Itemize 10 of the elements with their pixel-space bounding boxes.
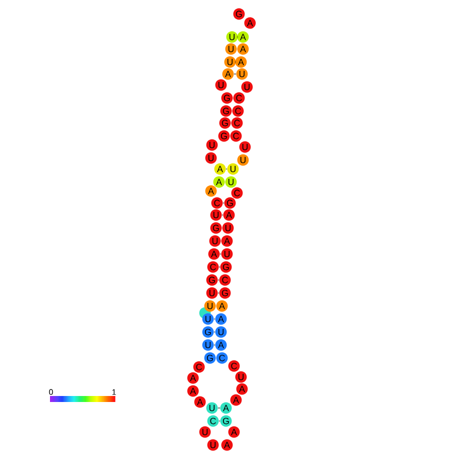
base-pair-line — [226, 168, 228, 170]
base-pair-line — [222, 214, 224, 216]
base-pair-line — [218, 266, 220, 268]
scale-label: 0 — [49, 389, 53, 395]
base-pair-line — [214, 318, 216, 320]
base-pair-line — [218, 292, 220, 294]
scale-label: 1 — [112, 389, 116, 395]
base-pair-line — [214, 344, 216, 346]
base-pair-line — [218, 420, 220, 422]
base-pair-line — [222, 202, 224, 204]
